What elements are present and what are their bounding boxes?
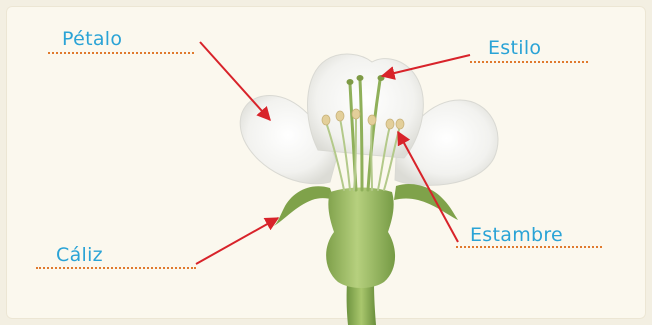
ovary (326, 188, 395, 289)
leader-estilo (470, 61, 588, 63)
leader-estambre (456, 246, 602, 248)
leader-petalo (48, 52, 194, 54)
sepal-left (274, 186, 334, 226)
arrow-petalo (200, 42, 270, 120)
label-petalo: Pétalo (62, 28, 122, 50)
label-caliz: Cáliz (56, 244, 103, 266)
leader-caliz (36, 267, 196, 269)
flower-stem (347, 282, 376, 325)
sepal-right (394, 184, 458, 220)
label-estambre: Estambre (470, 224, 563, 246)
label-estilo: Estilo (488, 37, 541, 59)
arrow-caliz (196, 218, 278, 264)
